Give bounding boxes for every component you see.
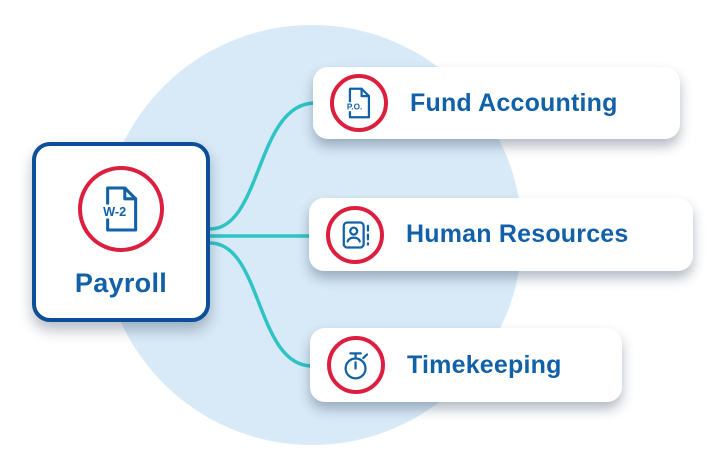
stopwatch-icon [344,352,369,380]
human-resources-label: Human Resources [406,220,629,248]
payroll-node: W-2 Payroll [32,142,210,322]
human-resources-icon-ring [326,205,384,264]
human-resources-card: Human Resources [309,198,693,271]
connector-to-fund-accounting [208,101,317,231]
payroll-icon-ring: W-2 [78,165,164,252]
timekeeping-icon-ring [327,336,385,394]
payroll-label: Payroll [74,267,168,298]
timekeeping-label: Timekeeping [407,350,562,379]
fund-accounting-icon-ring: P.O. [330,74,388,132]
fund-accounting-label: Fund Accounting [410,88,618,117]
fund-accounting-card: P.O. Fund Accounting [313,67,680,139]
svg-text:P.O.: P.O. [347,102,362,111]
connector-to-timekeeping [208,241,314,368]
po-document-icon: P.O. [346,87,371,119]
id-badge-icon [342,220,370,249]
w2-document-icon: W-2 [101,185,138,232]
svg-text:W-2: W-2 [103,204,126,219]
timekeeping-card: Timekeeping [310,328,622,402]
